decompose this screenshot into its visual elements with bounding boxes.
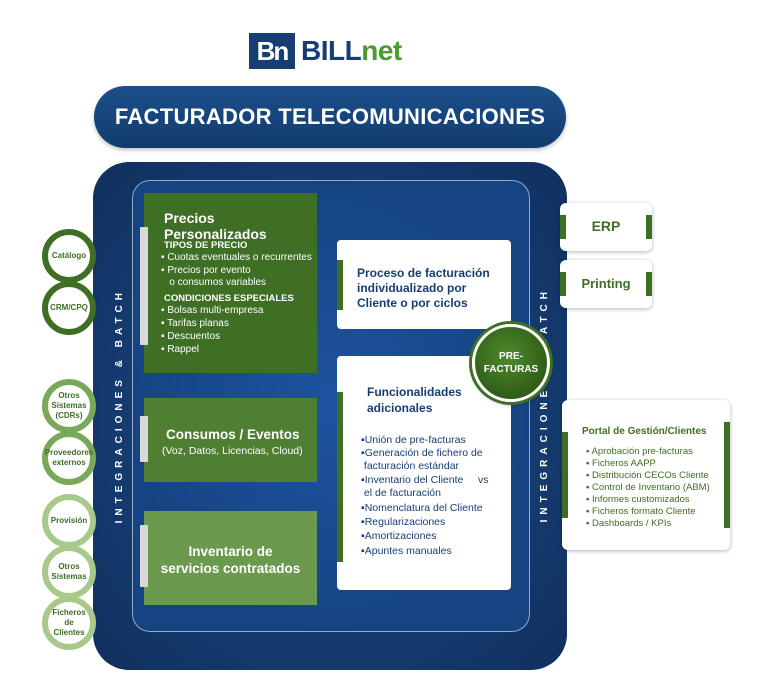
logo-mark: Bn bbox=[249, 33, 295, 69]
portal-box: Portal de Gestión/Clientes ▪ Aprobación … bbox=[562, 400, 730, 550]
vertical-label-left: INTEGRACIONES & BATCH bbox=[112, 283, 126, 528]
proceso-line: individualizado por bbox=[357, 281, 467, 295]
logo-wordmark: BILLnet bbox=[301, 35, 402, 67]
condiciones-heading: CONDICIONES ESPECIALES bbox=[164, 293, 294, 304]
funcionalidad-item: facturación estándar bbox=[361, 460, 460, 472]
circle-proveedores-externos: Proveedores externos bbox=[42, 431, 96, 485]
precios-box: Precios Personalizados TIPOS DE PRECIO ▪… bbox=[140, 193, 317, 373]
circle-label-line: de Clientes bbox=[53, 618, 85, 637]
funcionalidad-item: ▪Unión de pre-facturas bbox=[361, 434, 466, 446]
tipos-heading: TIPOS DE PRECIO bbox=[164, 240, 248, 251]
portal-item: ▪ Distribución CECOs Cliente bbox=[586, 470, 709, 481]
circle-label-line: (CDRs) bbox=[55, 411, 83, 420]
portal-item: ▪ Dashboards / KPIs bbox=[586, 518, 672, 529]
funcionalidades-accent-bar bbox=[337, 392, 343, 562]
portal-item: ▪ Ficheros AAPP bbox=[586, 458, 656, 469]
circle-provision: Provisión bbox=[42, 494, 96, 548]
inventario-line: Inventario de bbox=[188, 544, 273, 559]
funcionalidades-line: Funcionalidades bbox=[367, 385, 462, 399]
funcionalidad-item: ▪Generación de fichero de bbox=[361, 447, 483, 459]
proceso-box: Proceso de facturación individualizado p… bbox=[337, 240, 511, 329]
tipo-item: o consumos variables bbox=[161, 277, 267, 288]
circle-crm-cpq: CRM/CPQ bbox=[42, 281, 96, 335]
printing-right-bar bbox=[646, 272, 652, 296]
billnet-logo: Bn BILLnet bbox=[249, 32, 409, 70]
circle-catalogo: Catálogo bbox=[42, 229, 96, 283]
precios-title: Precios Personalizados bbox=[164, 210, 267, 242]
funcionalidad-item: ▪Apuntes manuales bbox=[361, 545, 452, 557]
circle-otros-sistemas-cdrs: Otros Sistemas (CDRs) bbox=[42, 379, 96, 433]
logo-word-accent: net bbox=[361, 35, 402, 66]
page-title: FACTURADOR TELECOMUNICACIONES bbox=[94, 86, 566, 148]
prefacturas-circle: PRE- FACTURAS bbox=[472, 324, 550, 402]
erp-box: ERP bbox=[560, 203, 652, 251]
inventario-box: Inventario de servicios contratados bbox=[140, 511, 317, 605]
funcionalidad-item: ▪Inventario del Cliente vs bbox=[361, 474, 489, 486]
portal-left-bar bbox=[562, 432, 568, 518]
prefacturas-line: FACTURAS bbox=[483, 364, 539, 375]
circle-label-line: Ficheros bbox=[52, 608, 86, 617]
circle-ficheros-de-clientes: Ficheros de Clientes bbox=[42, 596, 96, 650]
proceso-line: Proceso de facturación bbox=[357, 266, 490, 280]
condicion-item: ▪ Descuentos bbox=[161, 331, 221, 342]
proceso-line: Cliente o por ciclos bbox=[357, 296, 468, 310]
circle-otros-sistemas: Otros Sistemas bbox=[42, 545, 96, 599]
funcionalidades-line: adicionales bbox=[367, 401, 433, 415]
erp-right-bar bbox=[646, 215, 652, 239]
circle-label: Otros Sistemas bbox=[51, 562, 86, 582]
circle-label-line: externos bbox=[52, 458, 86, 467]
consumos-title: Consumos / Eventos bbox=[166, 427, 300, 442]
condicion-item: ▪ Bolsas multi-empresa bbox=[161, 305, 264, 316]
tipo-item: ▪ Precios por evento bbox=[161, 265, 251, 276]
portal-item: ▪ Informes customizados bbox=[586, 494, 690, 505]
vertical-text-left: INTEGRACIONES & BATCH bbox=[113, 287, 125, 524]
portal-item: ▪ Ficheros formato Cliente bbox=[586, 506, 696, 517]
precios-tab bbox=[140, 227, 148, 345]
funcionalidades-box: Funcionalidades adicionales ▪Unión de pr… bbox=[337, 356, 511, 590]
circle-label-line: Sistemas bbox=[51, 401, 87, 410]
inventario-line: servicios contratados bbox=[160, 561, 301, 576]
consumos-box: Consumos / Eventos (Voz, Datos, Licencia… bbox=[140, 398, 317, 482]
vertical-text-right: INTEGRACIONES & BATCH bbox=[538, 287, 550, 523]
proceso-title: Proceso de facturación individualizado p… bbox=[357, 266, 490, 311]
vertical-label-right: INTEGRACIONES & BATCH bbox=[537, 245, 551, 565]
proceso-accent-bar bbox=[337, 260, 343, 310]
condicion-item: ▪ Rappel bbox=[161, 344, 200, 355]
inventario-title: Inventario de servicios contratados bbox=[144, 543, 317, 577]
logo-word-main: BILL bbox=[301, 35, 362, 66]
consumos-tab bbox=[140, 416, 148, 462]
erp-left-bar bbox=[560, 215, 566, 239]
condicion-item: ▪ Tarifas planas bbox=[161, 318, 229, 329]
portal-item: ▪ Control de Inventario (ABM) bbox=[586, 482, 710, 493]
portal-right-bar bbox=[724, 422, 730, 528]
funcionalidad-item: el de facturación bbox=[361, 487, 441, 499]
printing-label: Printing bbox=[581, 276, 631, 291]
circle-label: CRM/CPQ bbox=[50, 303, 88, 312]
funcionalidad-item: ▪Nomenclatura del Cliente bbox=[361, 502, 483, 514]
tipo-item: ▪ Cuotas eventuales o recurrentes bbox=[161, 252, 312, 263]
printing-box: Printing bbox=[560, 260, 652, 308]
circle-label-line: Otros bbox=[58, 391, 80, 400]
circle-label: Provisión bbox=[50, 516, 88, 525]
circle-label: Proveedores externos bbox=[45, 448, 93, 468]
printing-left-bar bbox=[560, 272, 566, 296]
consumos-subtitle: (Voz, Datos, Licencias, Cloud) bbox=[162, 445, 303, 457]
circle-label: Ficheros de Clientes bbox=[48, 608, 90, 638]
circle-label-line: Otros bbox=[58, 562, 80, 571]
circle-label: Catálogo bbox=[51, 251, 87, 260]
circle-label: Otros Sistemas (CDRs) bbox=[51, 391, 86, 421]
circle-label-line: Proveedores bbox=[44, 448, 94, 457]
prefacturas-line: PRE- bbox=[499, 351, 523, 362]
funcionalidad-item: ▪Amortizaciones bbox=[361, 530, 437, 542]
portal-item: ▪ Aprobación pre-facturas bbox=[586, 446, 693, 457]
inventario-tab bbox=[140, 525, 148, 587]
funcionalidades-title: Funcionalidades adicionales bbox=[367, 384, 462, 416]
erp-label: ERP bbox=[591, 218, 621, 234]
circle-label-line: Sistemas bbox=[51, 572, 87, 581]
funcionalidad-item: ▪Regularizaciones bbox=[361, 516, 446, 528]
portal-title: Portal de Gestión/Clientes bbox=[582, 426, 707, 437]
